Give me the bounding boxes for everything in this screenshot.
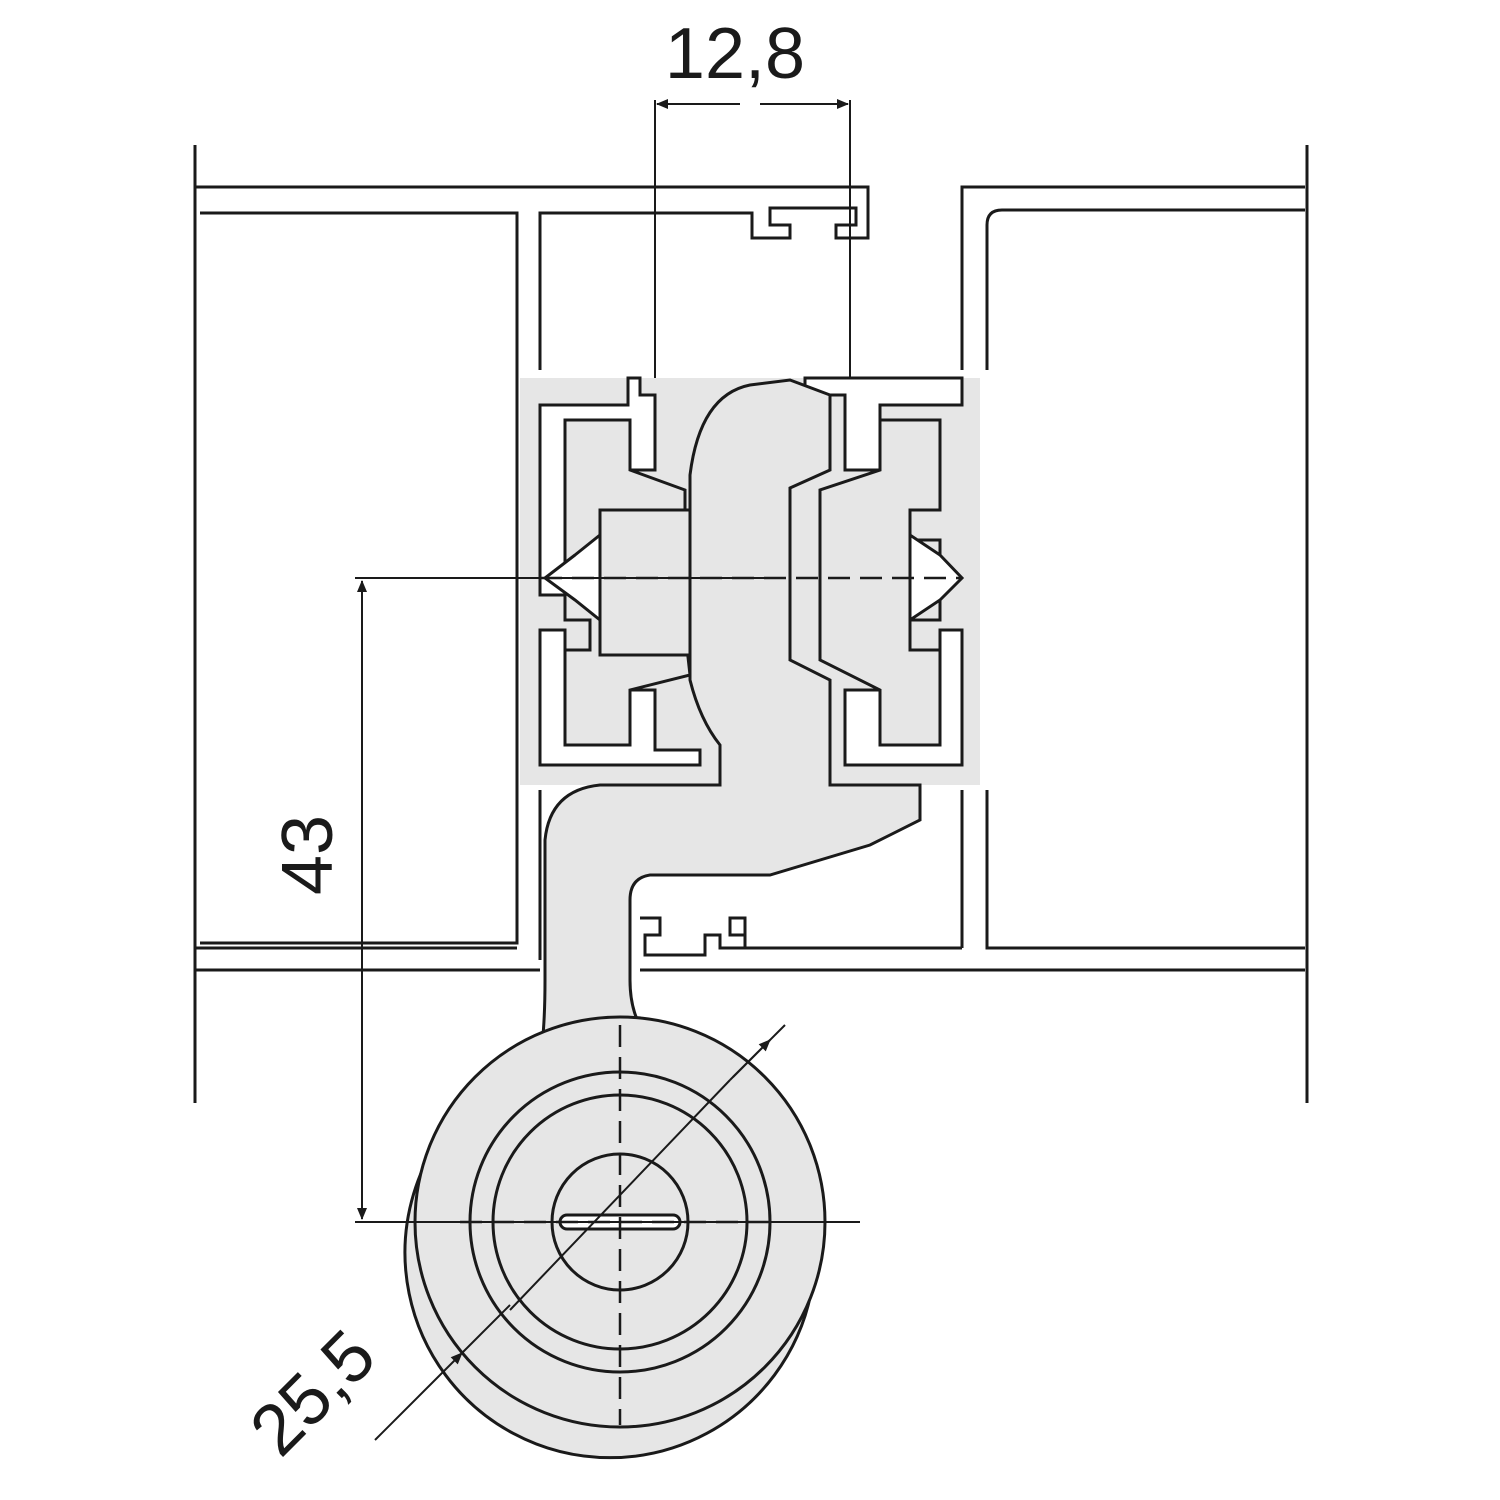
dimension-height: 43 <box>268 577 860 1223</box>
dimension-label-height: 43 <box>268 815 348 895</box>
dimension-label-diameter: 25,5 <box>235 1315 391 1471</box>
right-frame-profile <box>640 145 1309 1103</box>
dimension-width: 12,8 <box>654 14 851 378</box>
dimension-label-width: 12,8 <box>665 14 805 94</box>
